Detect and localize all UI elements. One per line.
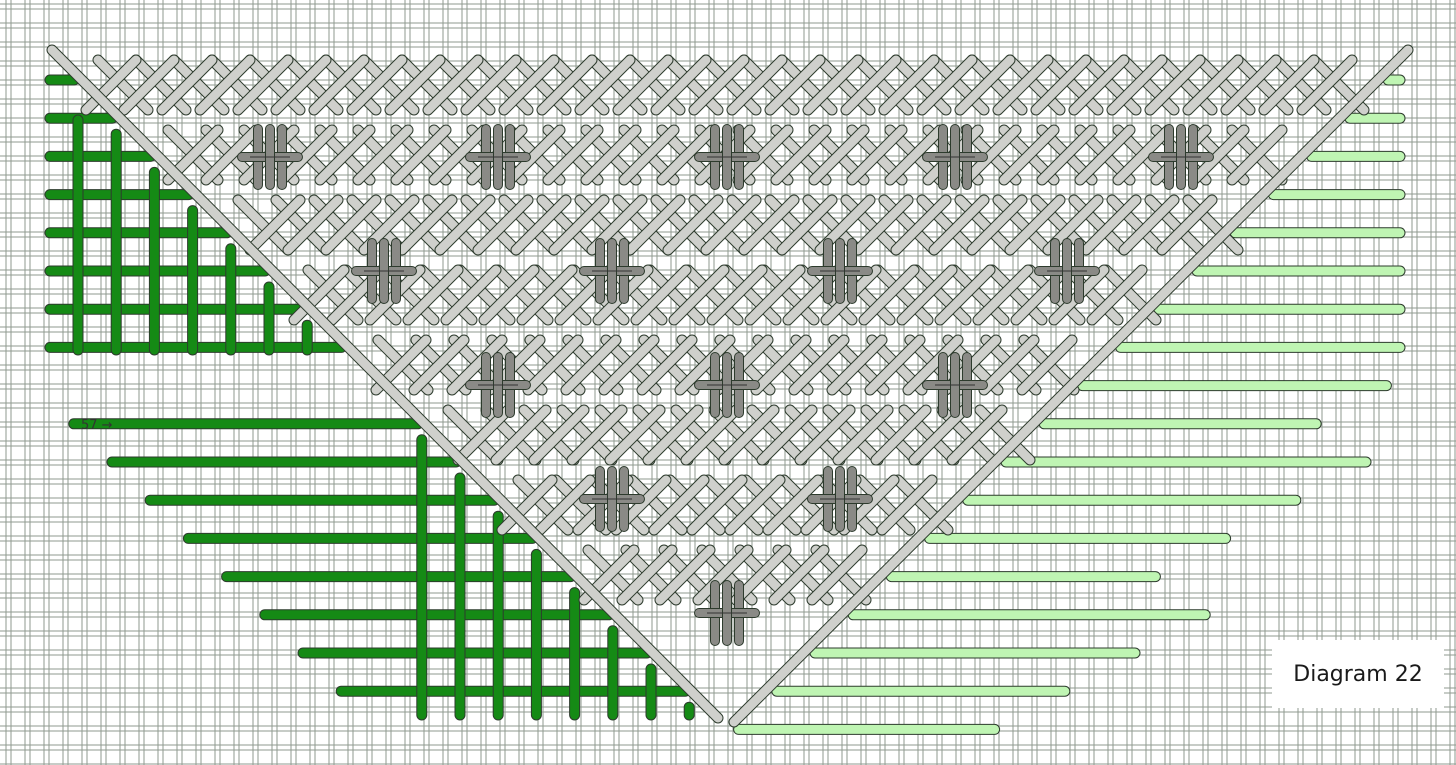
diagram-caption: Diagram 22 bbox=[1293, 662, 1422, 687]
light-green-horizontal-stitch bbox=[739, 80, 1400, 729]
caption-box: Diagram 22 bbox=[1272, 640, 1444, 708]
stitch-number-label: 57 → bbox=[81, 418, 113, 433]
